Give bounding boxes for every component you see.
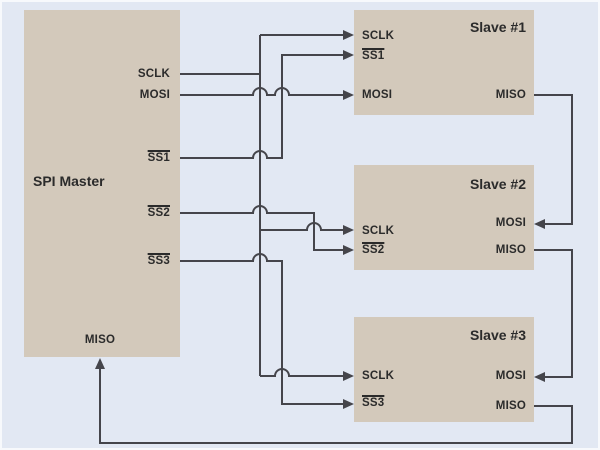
wire-miso-s2-to-s3: [534, 249, 573, 378]
slave-2-pin-ss: SS2: [362, 244, 385, 256]
wire-mosi: [180, 87, 343, 96]
arrow-master-miso: [95, 358, 105, 369]
slave-2-pin-miso: MISO: [495, 244, 526, 256]
master-pin-sclk: SCLK: [137, 68, 170, 80]
wire-sclk-slave2: [260, 222, 343, 231]
arrow-slave2-mosi: [534, 219, 545, 229]
wire-miso-s3-to-master: [99, 369, 573, 444]
slave-1-pin-miso: MISO: [495, 89, 526, 101]
slave-2-pin-sclk: SCLK: [362, 225, 395, 237]
master-pin-ss1: SS1: [147, 152, 170, 164]
slave-3-title: Slave #3: [469, 327, 526, 343]
slave-3-pin-sclk: SCLK: [362, 370, 395, 382]
slave-3-pin-mosi: MOSI: [495, 370, 526, 382]
slave-2-title: Slave #2: [469, 176, 526, 192]
slave-2-pin-mosi: MOSI: [495, 217, 526, 229]
arrow-slave1-ss1: [343, 50, 354, 60]
arrow-slave3-sclk: [343, 371, 354, 381]
slave-3-pin-miso: MISO: [495, 400, 526, 412]
arrow-slave1-sclk: [343, 30, 354, 40]
master-box: SPI Master SCLK MOSI SS1 SS2 SS3 MISO: [24, 10, 180, 357]
slave-1-pin-ss: SS1: [362, 50, 385, 62]
slave-3-pin-ss: SS3: [362, 397, 385, 409]
master-pin-miso: MISO: [84, 334, 116, 346]
slave-2-box: Slave #2 MOSI SCLK SS2 MISO: [354, 165, 534, 270]
slave-3-box: Slave #3 SCLK MOSI SS3 MISO: [354, 317, 534, 422]
slave-1-box: Slave #1 SCLK SS1 MOSI MISO: [354, 10, 534, 115]
wire-sclk-slave3: [260, 368, 343, 377]
arrow-slave2-ss2: [343, 245, 354, 255]
slave-1-pin-sclk: SCLK: [362, 30, 395, 42]
slave-1-pin-mosi: MOSI: [362, 89, 393, 101]
wire-miso-s1-to-s2: [534, 94, 573, 225]
master-pin-mosi: MOSI: [139, 89, 170, 101]
wire-ss3: [180, 253, 343, 405]
wire-ss1: [180, 54, 343, 159]
slave-1-title: Slave #1: [469, 19, 526, 35]
master-pin-ss3: SS3: [147, 255, 170, 267]
wire-ss2: [180, 205, 343, 251]
arrow-slave2-sclk: [343, 225, 354, 235]
arrow-slave1-mosi: [343, 90, 354, 100]
master-title: SPI Master: [33, 173, 105, 189]
master-pin-ss2: SS2: [147, 207, 170, 219]
arrow-slave3-ss3: [343, 399, 354, 409]
arrow-slave3-mosi: [534, 372, 545, 382]
